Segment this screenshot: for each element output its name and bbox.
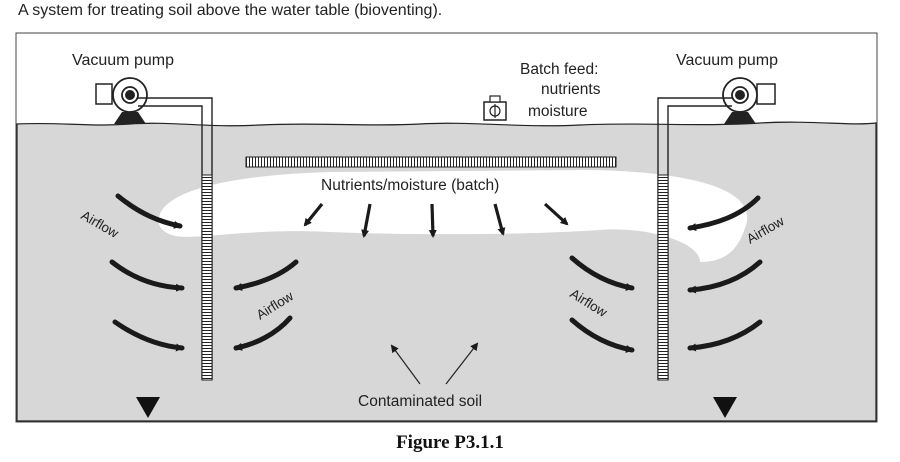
bioventing-diagram: Vacuum pump Vacuum pump Batch feed: nutr…: [15, 32, 878, 423]
airflow-arrow-icon: [112, 319, 185, 352]
figure-label: Figure P3.1.1: [396, 432, 504, 453]
label-contaminated-soil: Contaminated soil: [358, 393, 482, 410]
label-batch-moisture: moisture: [528, 103, 587, 120]
label-vacuum-pump-right: Vacuum pump: [676, 52, 778, 69]
water-table-marker-icon: [713, 397, 737, 418]
airflow-arrow-icon: [115, 193, 183, 229]
airflow-arrow-icon: [687, 259, 763, 294]
distribution-pipe: [245, 156, 617, 168]
airflow-arrow-icon: [233, 315, 293, 351]
vacuum-pump-icon: [722, 77, 776, 124]
label-batch-nutrients: nutrients: [541, 81, 601, 98]
airflow-arrow-icon: [687, 319, 763, 352]
nutrient-arrow-icon: [361, 203, 372, 238]
airflow-arrow-icon: [569, 317, 635, 353]
contaminated-soil-pointers: [390, 342, 479, 385]
diagram-caption: A system for treating soil above the wat…: [18, 2, 443, 19]
airflow-arrows: [109, 193, 763, 353]
airflow-arrow-icon: [233, 259, 299, 291]
right-well-screen: [657, 174, 669, 381]
nutrient-arrows: [303, 202, 569, 238]
left-well-screen: [201, 174, 213, 381]
airflow-arrow-icon: [569, 255, 635, 291]
batch-feed-tank-icon: [483, 95, 507, 121]
nutrient-arrow-icon: [493, 203, 506, 236]
nutrient-arrow-icon: [428, 203, 437, 238]
label-vacuum-pump-left: Vacuum pump: [72, 52, 174, 69]
nutrient-arrow-icon: [303, 202, 324, 227]
water-table-marker-icon: [136, 397, 160, 418]
airflow-arrow-icon: [687, 195, 761, 232]
nutrient-arrow-icon: [543, 202, 569, 226]
vacuum-pump-icon: [95, 77, 148, 124]
treated-zone: [158, 170, 748, 262]
label-batch-feed: Batch feed:: [520, 61, 598, 78]
airflow-arrow-icon: [109, 259, 185, 292]
label-nutrients-batch: Nutrients/moisture (batch): [321, 177, 499, 194]
